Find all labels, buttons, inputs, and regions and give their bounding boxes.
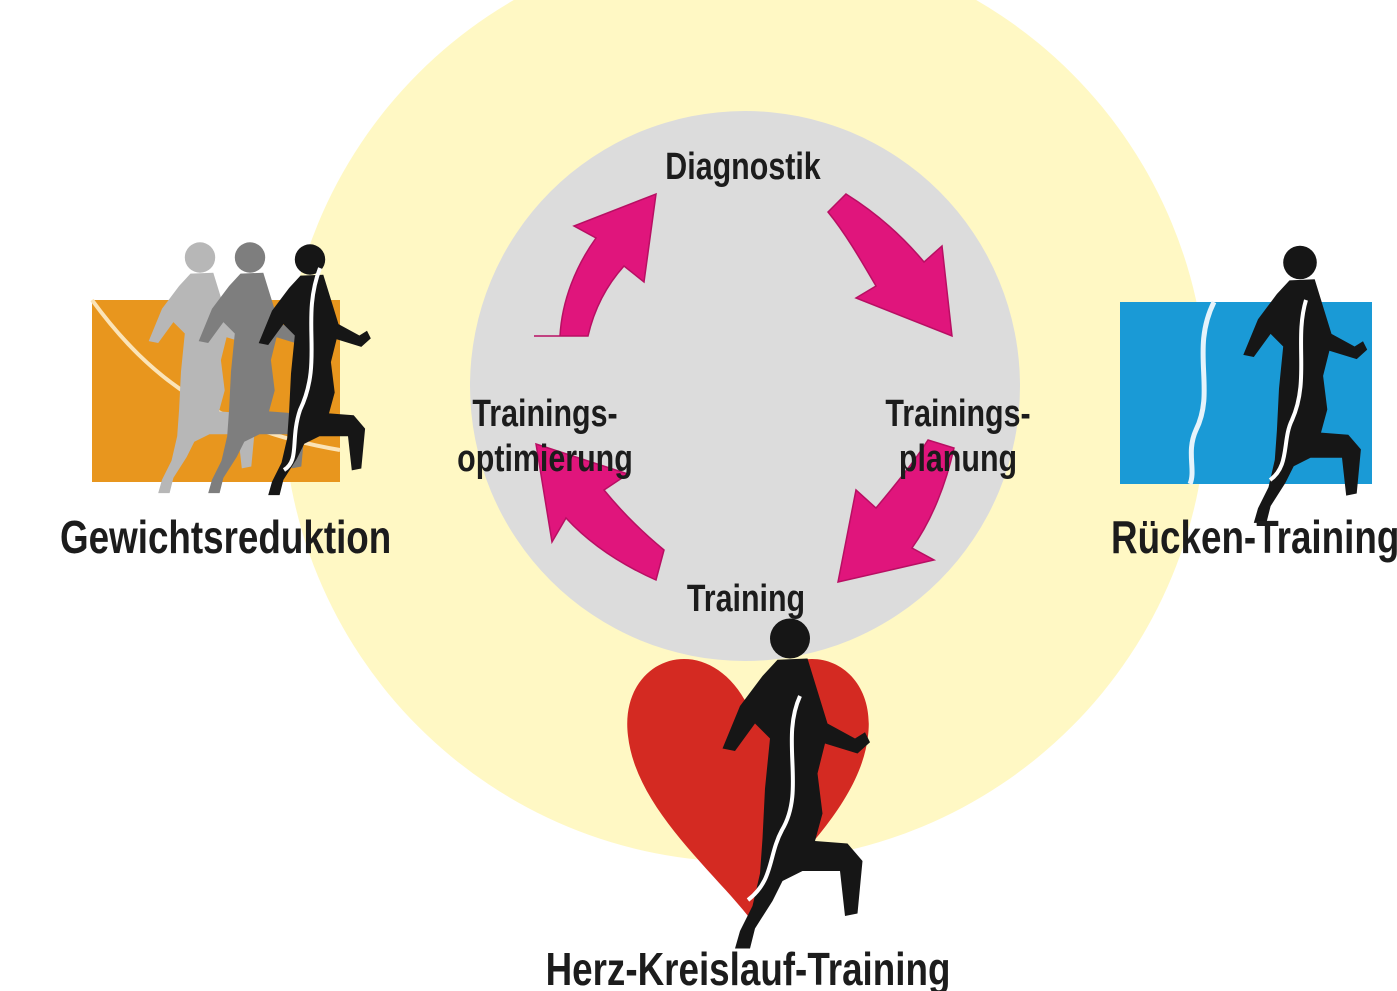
cycle-label-training: Training xyxy=(666,580,826,618)
area-label-herz-kreislauf-training-text: Herz-Kreislauf-Training xyxy=(545,943,951,991)
cycle-label-trainingsplanung: Trainings- planung xyxy=(878,346,1038,483)
area-label-gewichtsreduktion: Gewichtsreduktion xyxy=(60,514,391,560)
cycle-label-diagnostik: Diagnostik xyxy=(663,148,823,186)
running-figures-orange-panel-icon xyxy=(90,242,371,496)
runner-heart-icon xyxy=(627,618,870,949)
runner-blue-panel-icon xyxy=(1120,245,1372,523)
cycle-label-trainingsoptimierung: Trainings- optimierung xyxy=(453,346,637,483)
cycle-arrows xyxy=(534,192,955,583)
arrow-training-to-optimierung xyxy=(535,442,665,582)
cycle-label-diagnostik-text: Diagnostik xyxy=(665,146,821,188)
area-label-gewichtsreduktion-text: Gewichtsreduktion xyxy=(60,511,392,563)
arrow-optimierung-to-diagnostik xyxy=(534,192,657,337)
area-label-herz-kreislauf-training: Herz-Kreislauf-Training xyxy=(540,946,956,991)
arrow-planung-to-training xyxy=(837,439,955,583)
cycle-label-trainingsplanung-text: Trainings- planung xyxy=(885,392,1031,481)
cycle-label-training-text: Training xyxy=(686,578,806,620)
cycle-label-trainingsoptimierung-text: Trainings- optimierung xyxy=(457,392,633,481)
arrow-diagnostik-to-planung xyxy=(826,193,953,338)
area-label-ruecken-training: Rücken-Training xyxy=(1111,514,1397,560)
area-label-ruecken-training-text: Rücken-Training xyxy=(1111,511,1397,563)
